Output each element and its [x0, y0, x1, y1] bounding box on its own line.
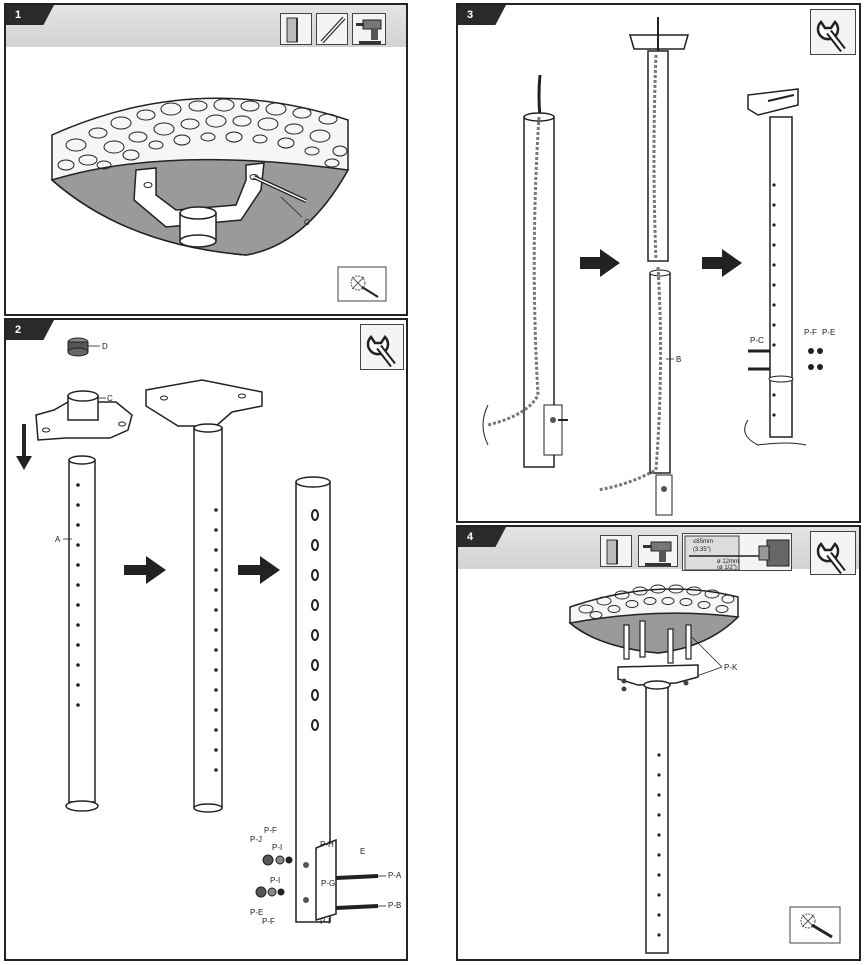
- drill-depth-inch: (3.35"): [693, 547, 711, 553]
- step-number: 4: [458, 527, 506, 547]
- pencil-icon: [316, 13, 348, 45]
- magnifier-icon: [789, 906, 841, 944]
- label-pe: P-E: [822, 328, 835, 337]
- step-3-illustration: B P-C P-F P-E: [482, 17, 835, 516]
- label-ph: P-H: [320, 840, 334, 849]
- wrench-icon: [810, 9, 856, 55]
- label-pc: P-C: [750, 336, 764, 345]
- wall-icon: [280, 13, 312, 45]
- step-4-illustration: P-K: [568, 584, 841, 954]
- drill-icon: [638, 535, 678, 567]
- step-1-panel: 1: [4, 3, 408, 316]
- step-number: 1: [6, 5, 54, 25]
- label-pf-top: P-F: [264, 826, 277, 835]
- wall-icon: [600, 535, 632, 567]
- label-pj: P-J: [250, 835, 262, 844]
- label-a: A: [55, 535, 61, 544]
- label-pa: P-A: [388, 871, 402, 880]
- step-3-panel: 3 B: [456, 3, 861, 523]
- wrench-icon: [810, 531, 856, 575]
- step-number: 3: [458, 5, 506, 25]
- label-pk: P-K: [724, 663, 738, 672]
- label-pi-mid: P-I: [270, 876, 280, 885]
- label-pi-bottom: P-I: [320, 917, 330, 926]
- drill-depth: ≤85mm: [693, 539, 713, 545]
- label-c: C: [107, 394, 113, 403]
- drill-bit-icon: ≤85mm (3.35") ø 12mm (ø 1/2"): [682, 533, 792, 571]
- step-4-panel: 4 ≤85mm (3.35") ø 12mm (ø 1/2"): [456, 525, 861, 961]
- drill-diameter: ø 12mm: [717, 559, 739, 565]
- label-pf: P-F: [804, 328, 817, 337]
- magnifier-icon: [337, 266, 387, 302]
- label-pi-top: P-I: [272, 843, 282, 852]
- label-b: B: [676, 355, 681, 364]
- step-number: 2: [6, 320, 54, 340]
- drill-diameter-inch: (ø 1/2"): [717, 565, 737, 571]
- label-pb: P-B: [388, 901, 401, 910]
- label-pe: P-E: [250, 908, 263, 917]
- step-1-illustration: C: [50, 97, 387, 302]
- label-c: C: [304, 218, 310, 227]
- step-2-illustration: D C A: [16, 337, 402, 926]
- drill-icon: [352, 13, 386, 45]
- label-pf-bottom: P-F: [262, 917, 275, 926]
- label-d: D: [102, 342, 108, 351]
- wrench-icon: [360, 324, 404, 370]
- label-pg: P-G: [321, 879, 335, 888]
- label-e: E: [360, 847, 365, 856]
- step-2-panel: 2 D C A: [4, 318, 408, 961]
